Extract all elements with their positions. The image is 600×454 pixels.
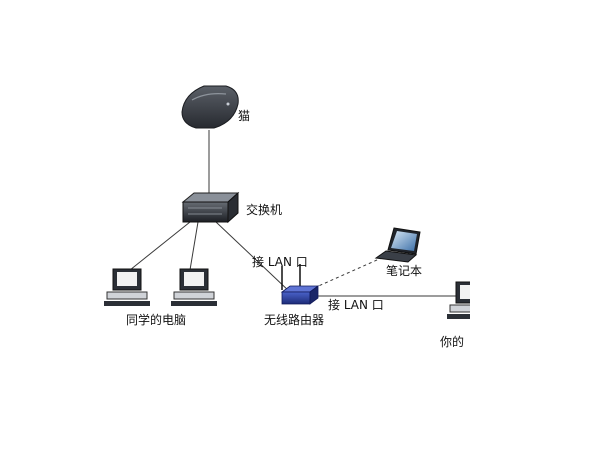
laptop-icon <box>374 227 421 263</box>
link-router-laptop <box>313 255 387 289</box>
connection-lines <box>129 130 458 297</box>
link-switch-router <box>215 221 291 293</box>
laptop-label: 笔记本 <box>386 263 422 278</box>
desktop-computer-icon <box>104 268 150 306</box>
link-switch-pc1 <box>129 221 191 271</box>
modem-label: 猫 <box>238 109 250 123</box>
classmate-pc-label: 同学的电脑 <box>126 312 186 327</box>
switch-label: 交换机 <box>246 202 282 217</box>
lan-port-label-right: 接 LAN 口 <box>328 297 384 312</box>
crop-mask <box>470 0 600 454</box>
router-label: 无线路由器 <box>264 312 324 327</box>
lan-port-label-top: 接 LAN 口 <box>252 254 308 269</box>
desktop-computer-icon <box>171 268 217 306</box>
modem-icon <box>181 85 239 129</box>
switch-icon <box>181 191 240 224</box>
wireless-router-icon <box>280 264 320 305</box>
link-switch-pc2 <box>189 221 199 271</box>
your-pc-label: 你的 <box>440 334 464 349</box>
